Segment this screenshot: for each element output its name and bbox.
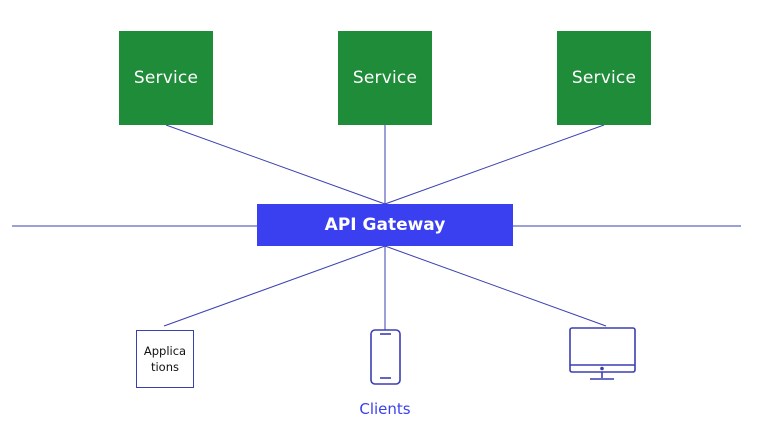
- clients-label: Clients: [359, 400, 411, 418]
- applications-box[interactable]: Applica tions: [136, 330, 194, 388]
- service-label: Service: [133, 68, 199, 88]
- service-box-3[interactable]: Service: [557, 31, 651, 125]
- applications-label-line2: tions: [150, 360, 179, 374]
- api-gateway-label: API Gateway: [324, 215, 446, 235]
- service-label: Service: [352, 68, 418, 88]
- service-box-1[interactable]: Service: [119, 31, 213, 125]
- smartphone-icon: [370, 329, 401, 385]
- connector-service-1: [165, 124, 386, 205]
- connector-service-3: [384, 124, 605, 205]
- service-label: Service: [571, 68, 637, 88]
- api-gateway-box[interactable]: API Gateway: [257, 204, 513, 246]
- applications-label-line1: Applica: [143, 344, 187, 358]
- service-box-2[interactable]: Service: [338, 31, 432, 125]
- connector-applications: [163, 245, 386, 327]
- connector-desktop: [384, 245, 607, 327]
- desktop-monitor-icon: [569, 327, 636, 380]
